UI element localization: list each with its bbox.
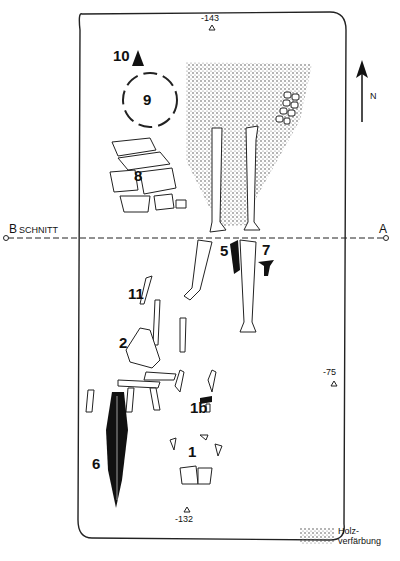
callout-number: 7 <box>262 242 270 257</box>
section-label: A <box>379 223 387 235</box>
callout-number: 1b <box>190 400 208 415</box>
north-label: N <box>370 92 377 101</box>
depth-label: -75 <box>323 368 336 377</box>
section-label: B <box>9 223 17 235</box>
legend-swatch <box>300 528 334 544</box>
callout-number: 5 <box>220 243 228 258</box>
callout-number: 11 <box>128 286 144 301</box>
callout-number: 6 <box>92 456 100 471</box>
depth-label: -143 <box>201 14 219 23</box>
callout-number: 9 <box>143 92 151 107</box>
depth-label: -132 <box>175 515 193 524</box>
legend-text: Holz- verfärbung <box>338 526 396 547</box>
section-label: SCHNITT <box>19 226 58 235</box>
callout-number: 8 <box>134 168 142 183</box>
callout-number: 1 <box>188 444 196 459</box>
callout-number: 2 <box>119 335 127 350</box>
callout-number: 10 <box>113 48 130 63</box>
